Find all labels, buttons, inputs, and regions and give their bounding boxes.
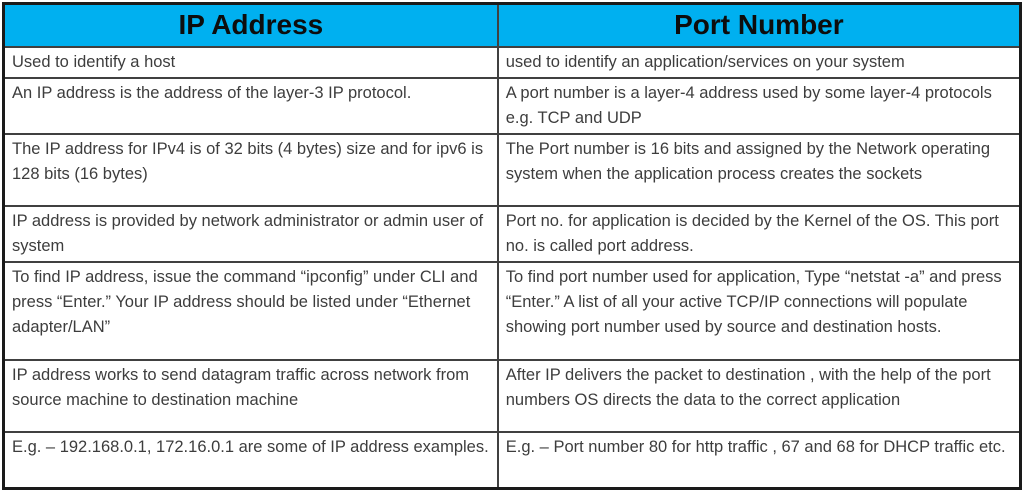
- table-row: To find IP address, issue the command “i…: [2, 260, 1022, 361]
- table-header-row: IP Address Port Number: [2, 2, 1022, 48]
- cell-ip-size: The IP address for IPv4 is of 32 bits (4…: [2, 132, 499, 207]
- cell-port-find-command: To find port number used for application…: [496, 260, 1022, 361]
- cell-ip-find-command: To find IP address, issue the command “i…: [2, 260, 499, 361]
- cell-port-size: The Port number is 16 bits and assigned …: [496, 132, 1022, 207]
- cell-port-provided-by: Port no. for application is decided by t…: [496, 204, 1022, 263]
- cell-ip-provided-by: IP address is provided by network admini…: [2, 204, 499, 263]
- cell-port-layer: A port number is a layer-4 address used …: [496, 76, 1022, 135]
- cell-ip-identify: Used to identify a host: [2, 45, 499, 79]
- table-row: IP address works to send datagram traffi…: [2, 358, 1022, 433]
- header-port-number: Port Number: [496, 2, 1022, 48]
- table-row: IP address is provided by network admini…: [2, 204, 1022, 263]
- cell-port-identify: used to identify an application/services…: [496, 45, 1022, 79]
- cell-ip-function: IP address works to send datagram traffi…: [2, 358, 499, 433]
- header-ip-address: IP Address: [2, 2, 499, 48]
- cell-ip-layer: An IP address is the address of the laye…: [2, 76, 499, 135]
- table-row: Used to identify a host used to identify…: [2, 45, 1022, 79]
- table-row: The IP address for IPv4 is of 32 bits (4…: [2, 132, 1022, 207]
- table-row: An IP address is the address of the laye…: [2, 76, 1022, 135]
- cell-port-function: After IP delivers the packet to destinat…: [496, 358, 1022, 433]
